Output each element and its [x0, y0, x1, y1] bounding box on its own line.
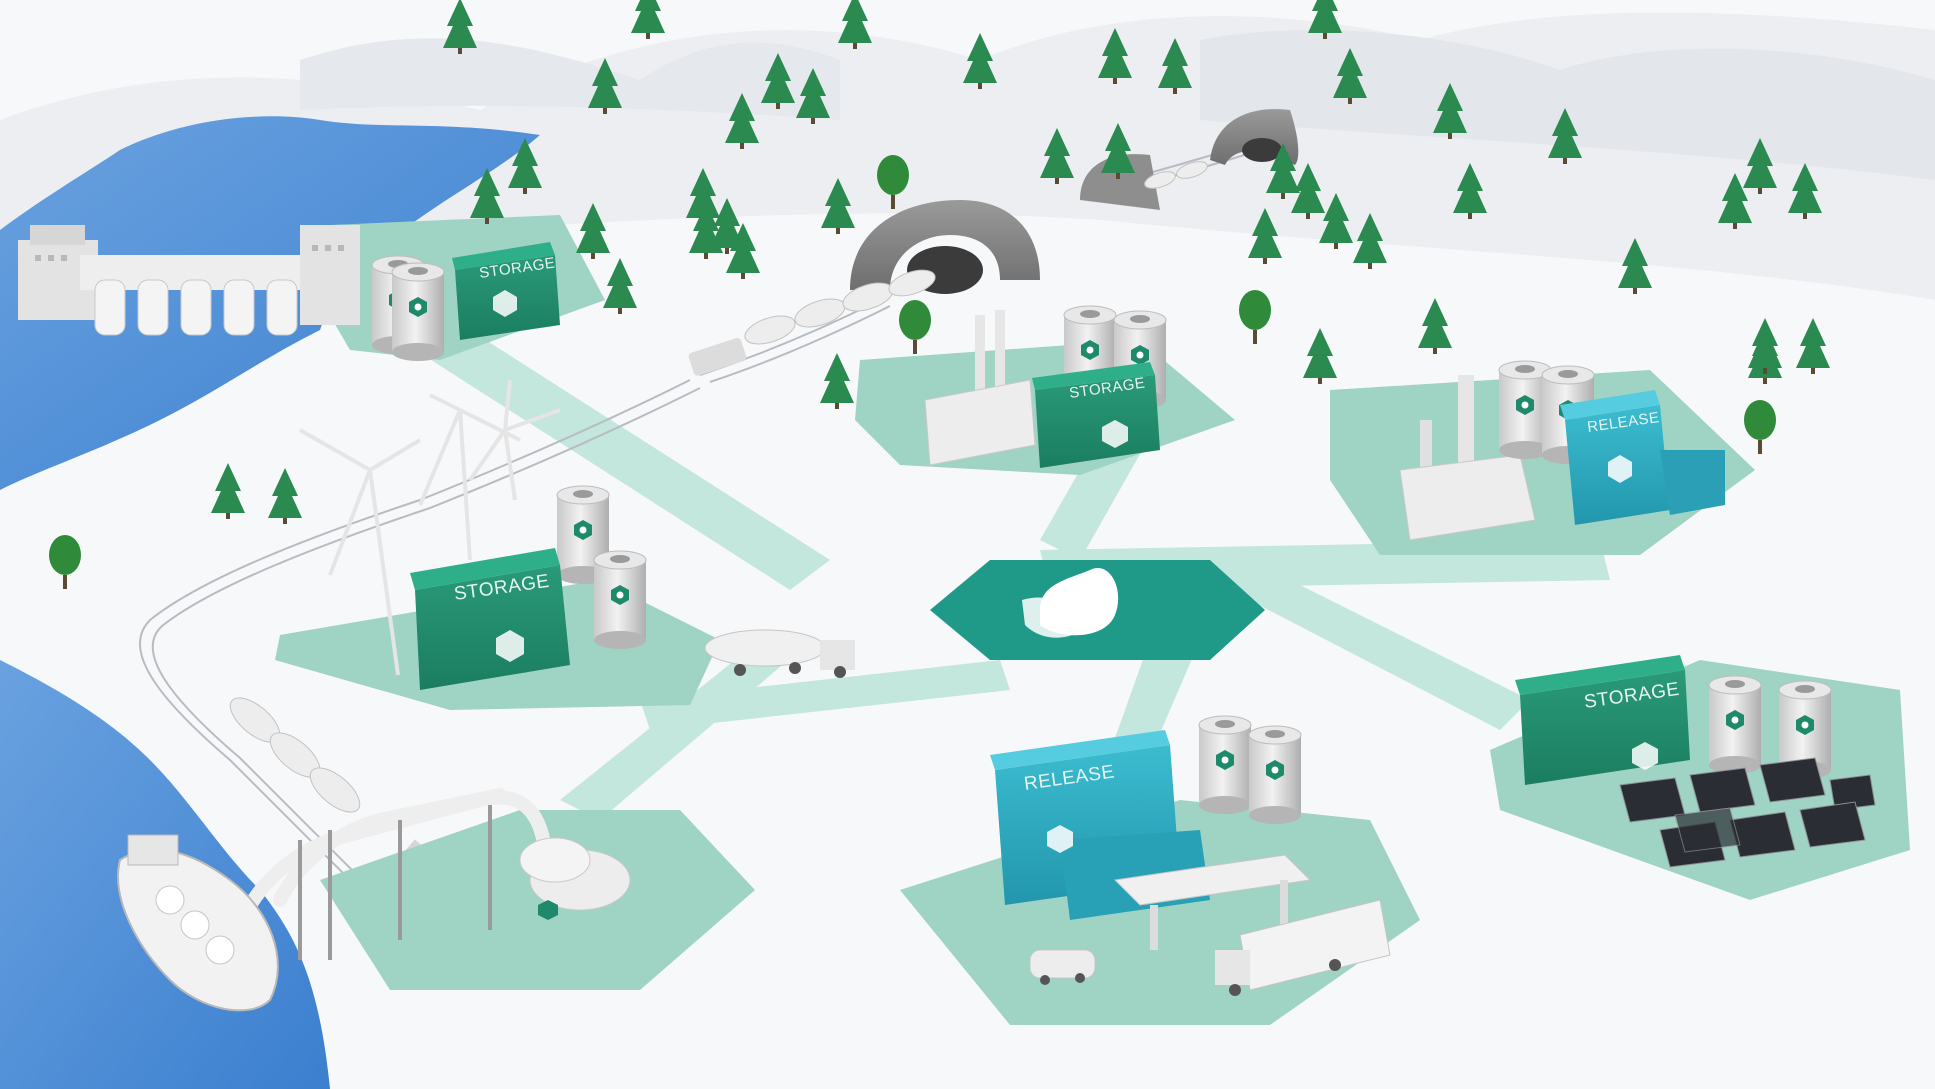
storage-building-1: STORAGE	[452, 242, 560, 340]
tunnel-portal-mid	[1080, 154, 1160, 210]
tunnel-portal-far	[1210, 109, 1299, 165]
storage-building-2: STORAGE	[410, 548, 570, 690]
central-hub	[930, 560, 1265, 660]
tanker-ship	[117, 834, 279, 1012]
hydro-dam	[18, 225, 360, 336]
solar-panels	[1619, 757, 1876, 868]
storage-site-dam: STORAGE	[371, 242, 560, 362]
release-site-filling: RELEASE	[990, 715, 1391, 996]
storage-building-3: STORAGE	[1032, 362, 1160, 468]
release-building-2: RELEASE	[990, 730, 1210, 920]
storage-site-wind: STORAGE	[299, 379, 647, 690]
release-building-1: RELEASE	[1560, 390, 1725, 525]
car	[1029, 949, 1096, 985]
road-network	[400, 330, 1610, 820]
release-site-industry: RELEASE	[1399, 360, 1725, 541]
truck	[1215, 899, 1391, 996]
drop-icon	[1022, 568, 1119, 638]
tank-train-upper	[688, 269, 936, 376]
storage-domes	[519, 837, 631, 920]
fuel-canopy	[1113, 854, 1312, 950]
storage-site-solar: STORAGE	[1515, 655, 1876, 868]
storage-building-4: STORAGE	[1515, 655, 1690, 785]
tanker-truck	[704, 629, 855, 678]
wind-turbines	[299, 379, 561, 676]
tank-train-far	[1144, 161, 1208, 189]
storage-site-powerplant: STORAGE	[924, 305, 1167, 468]
